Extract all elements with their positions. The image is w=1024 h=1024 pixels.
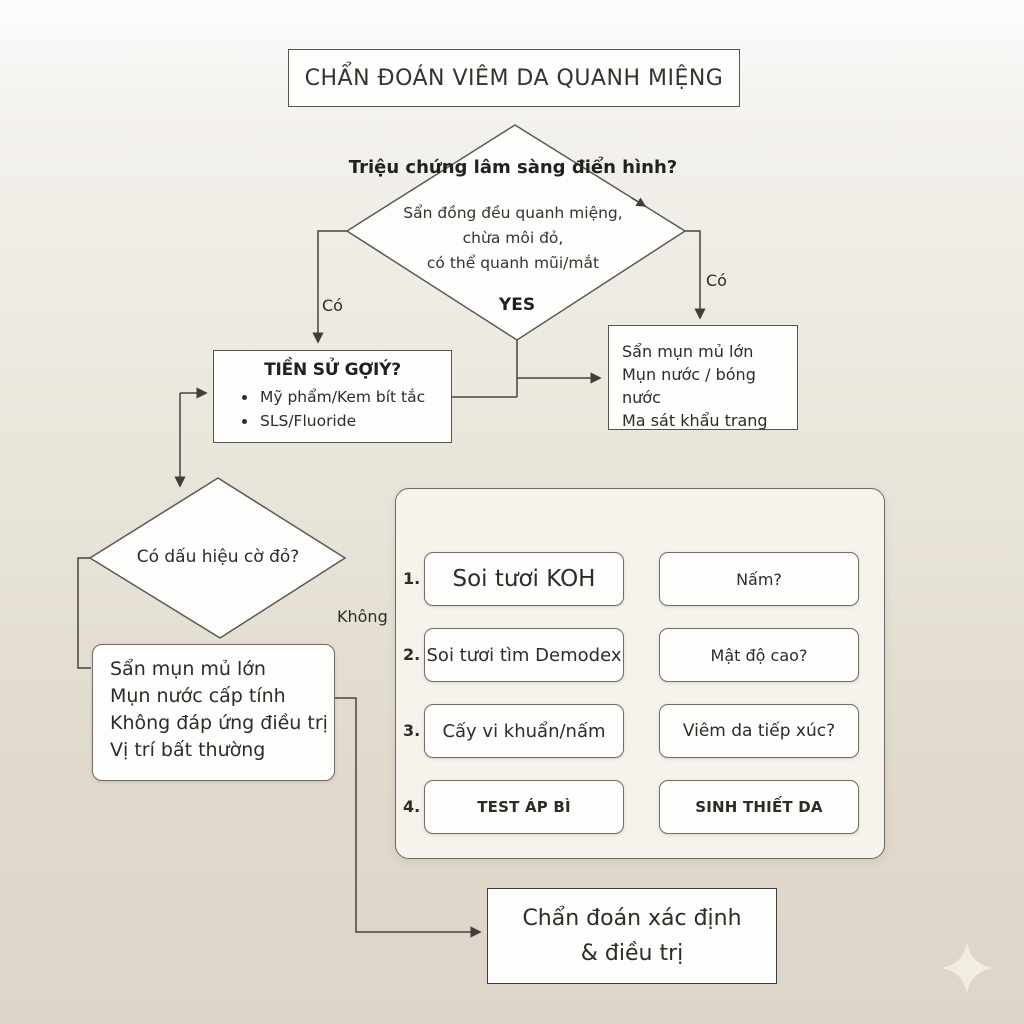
connector-redflag-elbow [77,557,91,669]
final-line: Chẩn đoán xác định [522,906,742,931]
branch-no-label: Không [337,607,388,626]
test-number: 3. [403,721,421,740]
result-box-biopsy: SINH THIẾT DA [659,780,859,834]
history-bullet-list: Mỹ phẩm/Kem bít tắc SLS/Fluoride [214,385,451,433]
acute-line: Sẩn mụn mủ lớn [622,342,754,361]
page-title: CHẨN ĐOÁN VIÊM DA QUANH MIỆNG [304,65,724,91]
test-box-koh: Soi tươi KOH [424,552,624,606]
question-symptoms-details: Sẩn đồng đều quanh miệng, chừa môi đỏ, c… [363,201,663,276]
test-label: Soi tươi KOH [452,566,596,592]
final-line: & điều trị [580,941,684,966]
detail-line: có thể quanh mũi/mắt [426,254,600,272]
connector-to-final-box [335,697,482,938]
tests-panel: 1. Soi tươi KOH Nấm? 2. Soi tươi tìm Dem… [395,488,885,859]
history-box: TIỀN SỬ GỢIÝ? Mỹ phẩm/Kem bít tắc SLS/Fl… [213,350,452,443]
redflag-box: Sẩn mụn mủ lớn Mụn nước cấp tính Không đ… [92,644,335,781]
connector-right-yes [685,230,706,320]
title-box: CHẨN ĐOÁN VIÊM DA QUANH MIỆNG [288,49,740,107]
redflag-line: Không đáp ứng điều trị [110,712,328,734]
test-number: 1. [403,569,421,588]
final-diagnosis-box: Chẩn đoán xác định & điều trị [487,888,777,984]
test-box-patch-test: TEST ÁP BÌ [424,780,624,834]
yes-label: YES [498,295,536,315]
branch-left-label: Có [322,296,343,315]
test-box-culture: Cấy vi khuẩn/nấm [424,704,624,758]
result-box-fungus: Nấm? [659,552,859,606]
sparkle-icon [941,942,993,994]
acute-line: Ma sát khẩu trang [622,411,768,430]
history-heading: TIỀN SỬ GỢIÝ? [264,360,401,380]
result-label: Mật độ cao? [710,645,808,665]
result-label: SINH THIẾT DA [695,798,823,816]
question-symptoms-label: Triệu chứng lâm sàng điển hình? [348,157,678,178]
redflag-line: Sẩn mụn mủ lớn [110,658,266,680]
result-box-contact-dermatitis: Viêm da tiếp xúc? [659,704,859,758]
test-label: Soi tươi tìm Demodex [426,644,622,666]
result-label: Viêm da tiếp xúc? [682,721,836,741]
detail-line: Sẩn đồng đều quanh miệng, [403,204,623,222]
decision-diamond-redflags [88,477,347,639]
branch-right-label: Có [706,271,727,290]
redflag-line: Mụn nước cấp tính [110,685,286,707]
redflag-line: Vị trí bất thường [110,739,266,761]
test-label: TEST ÁP BÌ [477,798,571,816]
test-label: Cấy vi khuẩn/nấm [442,720,606,742]
detail-line: chừa môi đỏ, [462,229,564,247]
test-number: 4. [403,797,421,816]
connector-left-yes [312,230,347,344]
diamond-edge-arrow [631,197,647,207]
question-redflags-label: Có dấu hiệu cờ đỏ? [136,547,300,567]
result-label: Nấm? [736,569,782,589]
history-bullet: Mỹ phẩm/Kem bít tắc [258,385,451,409]
acute-presentation-box: Sẩn mụn mủ lớn Mụn nước / bóng nước Ma s… [608,325,798,430]
acute-line: Mụn nước / bóng nước [622,365,756,407]
history-bullet: SLS/Fluoride [258,409,451,433]
result-box-density: Mật độ cao? [659,628,859,682]
test-box-demodex: Soi tươi tìm Demodex [424,628,624,682]
test-number: 2. [403,645,421,664]
